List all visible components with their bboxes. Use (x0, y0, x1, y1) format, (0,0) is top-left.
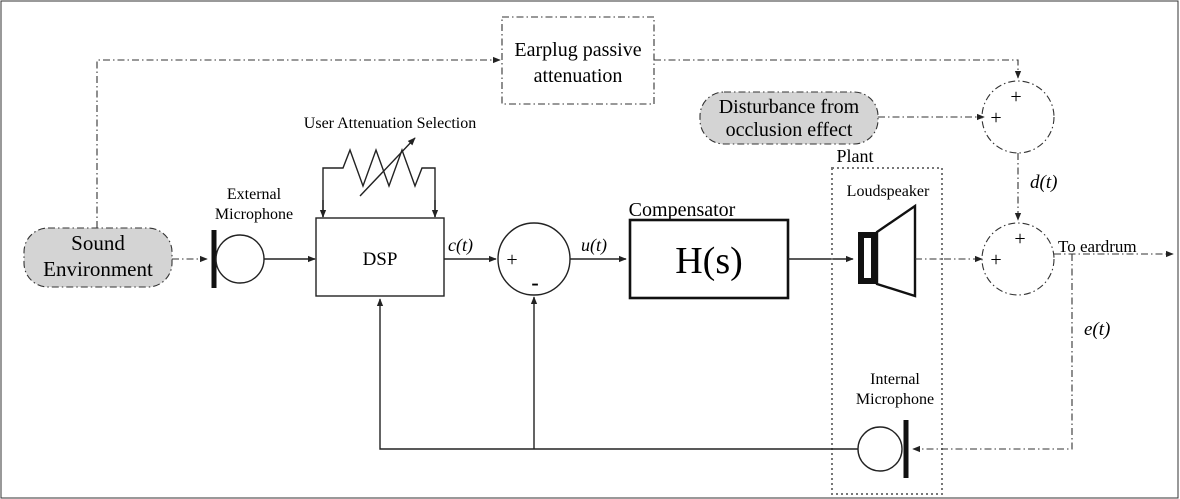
sum-top-plus-left: + (990, 107, 1001, 129)
plant-block: Plant Loudspeaker Internal Microphone (831, 146, 943, 495)
path-int-mic-to-dsp (376, 298, 858, 450)
sound-env-line1: Sound (71, 231, 125, 255)
to-eardrum-label: To eardrum (1058, 237, 1137, 256)
int-mic-label-line2: Microphone (856, 391, 934, 408)
sum-mid-minus: - (531, 270, 538, 295)
internal-microphone-icon (857, 426, 903, 472)
earplug-label-line2: attenuation (534, 65, 623, 87)
resistor-icon (322, 147, 436, 217)
int-mic-label-line1: Internal (870, 371, 920, 388)
sum-mid-plus: + (506, 249, 517, 271)
earplug-passive-attenuation-block: Earplug passive attenuation (501, 16, 655, 105)
microphone-icon (215, 234, 265, 284)
path-e-signal (912, 254, 1073, 453)
sum-top-plus-upper: + (1010, 86, 1021, 108)
ext-mic-label-line1: External (227, 186, 282, 203)
dsp-label: DSP (363, 249, 398, 270)
summing-junction-right: + + (981, 222, 1055, 296)
compensator-block: Compensator H(s) (629, 199, 790, 300)
sum-right-plus-left: + (990, 249, 1001, 271)
loudspeaker-label: Loudspeaker (847, 183, 930, 200)
user-attenuation-selector: User Attenuation Selection (304, 115, 476, 218)
earplug-label-line1: Earplug passive (514, 39, 641, 61)
transfer-function-label: H(s) (675, 240, 743, 282)
summing-junction-top: + + (981, 80, 1055, 154)
external-microphone: External Microphone (211, 186, 293, 288)
plant-title: Plant (836, 146, 873, 166)
ext-mic-label-line2: Microphone (215, 206, 293, 223)
signal-c-label: c(t) (448, 235, 473, 256)
disturbance-occlusion-block: Disturbance from occlusion effect (699, 91, 879, 145)
internal-microphone (857, 420, 909, 478)
dsp-block: DSP (315, 217, 445, 297)
summing-junction-middle: + - (497, 222, 571, 296)
signal-d-label: d(t) (1030, 172, 1057, 193)
sound-environment-block: Sound Environment (23, 227, 173, 288)
sound-env-line2: Environment (43, 257, 153, 281)
plant-boundary (831, 167, 943, 495)
loudspeaker-icon (858, 203, 917, 298)
variable-arrow-icon (359, 137, 416, 197)
path-earplug-to-sum-top (654, 59, 1022, 79)
compensator-title: Compensator (629, 199, 736, 221)
signal-u-label: u(t) (581, 235, 607, 256)
user-attenuation-label: User Attenuation Selection (304, 115, 476, 132)
path-env-to-earplug (96, 56, 501, 228)
signal-e-label: e(t) (1084, 319, 1110, 340)
sum-right-plus-upper: + (1014, 228, 1025, 250)
disturbance-label-line2: occlusion effect (726, 119, 853, 141)
disturbance-label-line1: Disturbance from (719, 96, 860, 118)
